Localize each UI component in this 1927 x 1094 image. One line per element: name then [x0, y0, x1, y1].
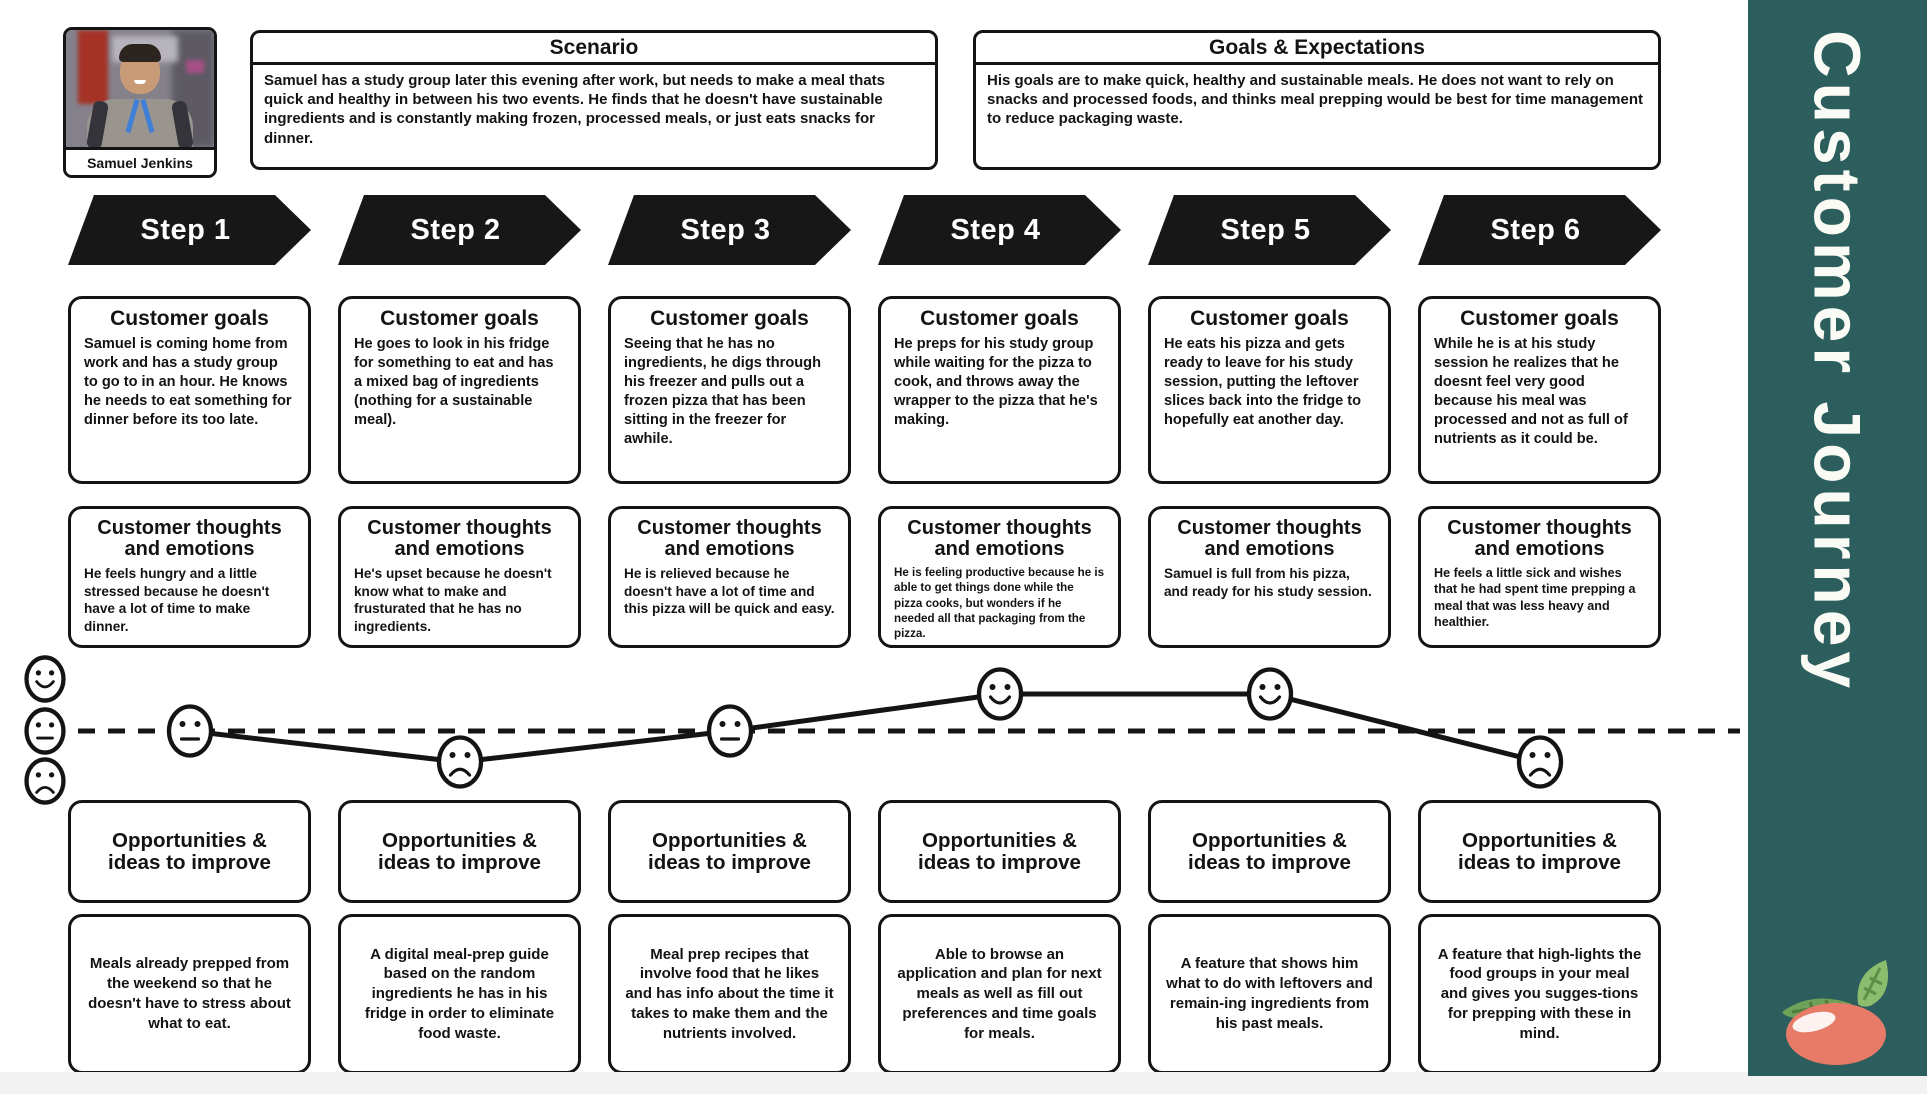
idea-card-step-3: Meal prep recipes that involve food that…	[608, 914, 851, 1074]
card-body: He is feeling productive because he is a…	[894, 566, 1105, 640]
step-arrow-5: Step 5	[1148, 195, 1391, 265]
step-label: Step 4	[950, 213, 1041, 246]
opportunities-card-step-3: Opportunities & ideas to improve	[608, 800, 851, 903]
card-body: He goes to look in his fridge for someth…	[354, 336, 554, 429]
step-label: Step 6	[1490, 213, 1581, 246]
card-body: He is relieved because he doesn't have a…	[624, 566, 835, 617]
card-body: He feels a little sick and wishes that h…	[1434, 566, 1636, 629]
idea-card-step-2: A digital meal-prep guide based on the r…	[338, 914, 581, 1074]
step-label: Step 2	[410, 213, 501, 246]
opportunities-card-step-4: Opportunities & ideas to improve	[878, 800, 1121, 903]
thoughts-card-step-3: Customer thoughts and emotions He is rel…	[608, 506, 851, 648]
card-body: A feature that shows him what to do with…	[1166, 955, 1373, 1032]
step-arrow-3: Step 3	[608, 195, 851, 265]
card-title: Opportunities & ideas to improve	[1458, 828, 1621, 874]
persona-smile	[134, 80, 146, 84]
thoughts-card-step-6: Customer thoughts and emotions He feels …	[1418, 506, 1661, 648]
photo-background	[186, 60, 204, 73]
card-body: He's upset because he doesn't know what …	[354, 566, 552, 634]
thoughts-card-step-5: Customer thoughts and emotions Samuel is…	[1148, 506, 1391, 648]
step-arrow-2: Step 2	[338, 195, 581, 265]
customer-goals-card-step-6: Customer goals While he is at his study …	[1418, 296, 1661, 484]
card-body: He preps for his study group while waiti…	[894, 336, 1098, 429]
card-body: Meal prep recipes that involve food that…	[625, 945, 834, 1042]
opportunities-card-step-6: Opportunities & ideas to improve	[1418, 800, 1661, 903]
opportunities-card-step-1: Opportunities & ideas to improve	[68, 800, 311, 903]
persona-hair	[119, 44, 161, 62]
step-label: Step 1	[140, 213, 231, 246]
card-title: Customer goals	[1190, 307, 1349, 330]
emotion-graph	[24, 655, 1740, 805]
card-body: Meals already prepped from the weekend s…	[88, 955, 291, 1032]
opportunities-row: Opportunities & ideas to improve Opportu…	[0, 800, 1661, 903]
card-body: A digital meal-prep guide based on the r…	[364, 945, 555, 1042]
card-body: Samuel is full from his pizza, and ready…	[1164, 566, 1372, 599]
card-title: Customer thoughts and emotions	[637, 517, 822, 561]
persona-card: Samuel Jenkins	[63, 27, 217, 178]
sidebar: Customer Journey	[1748, 0, 1927, 1076]
card-body: A feature that high-lights the food grou…	[1437, 945, 1642, 1042]
tomato-icon	[1782, 960, 1888, 1065]
goals-expectations-box: Goals & Expectations His goals are to ma…	[973, 30, 1661, 170]
goals-expectations-body: His goals are to make quick, healthy and…	[987, 72, 1643, 128]
card-body: Seeing that he has no ingredients, he di…	[624, 336, 822, 448]
customer-goals-row: Customer goals Samuel is coming home fro…	[0, 296, 1661, 484]
card-body: While he is at his study session he real…	[1434, 336, 1628, 448]
card-title: Customer goals	[650, 307, 809, 330]
step-arrow-1: Step 1	[68, 195, 311, 265]
card-title: Opportunities & ideas to improve	[648, 828, 811, 874]
idea-card-step-4: Able to browse an application and plan f…	[878, 914, 1121, 1074]
card-title: Customer goals	[110, 307, 269, 330]
card-body: Samuel is coming home from work and has …	[84, 336, 292, 429]
opportunities-card-step-2: Opportunities & ideas to improve	[338, 800, 581, 903]
thoughts-card-step-2: Customer thoughts and emotions He's upse…	[338, 506, 581, 648]
card-title: Opportunities & ideas to improve	[108, 828, 271, 874]
card-title: Customer thoughts and emotions	[1447, 517, 1632, 561]
ideas-row: Meals already prepped from the weekend s…	[0, 914, 1661, 1074]
thoughts-card-step-1: Customer thoughts and emotions He feels …	[68, 506, 311, 648]
photo-background	[78, 30, 108, 104]
persona-name: Samuel Jenkins	[66, 147, 214, 175]
thoughts-row: Customer thoughts and emotions He feels …	[0, 506, 1661, 648]
step-arrow-6: Step 6	[1418, 195, 1661, 265]
step-arrow-4: Step 4	[878, 195, 1121, 265]
card-title: Customer thoughts and emotions	[97, 517, 282, 561]
customer-goals-card-step-2: Customer goals He goes to look in his fr…	[338, 296, 581, 484]
thoughts-card-step-4: Customer thoughts and emotions He is fee…	[878, 506, 1121, 648]
card-body: He feels hungry and a little stressed be…	[84, 566, 270, 634]
idea-card-step-5: A feature that shows him what to do with…	[1148, 914, 1391, 1074]
card-title: Customer goals	[1460, 307, 1619, 330]
step-label: Step 5	[1220, 213, 1311, 246]
customer-goals-card-step-4: Customer goals He preps for his study gr…	[878, 296, 1121, 484]
scenario-title: Scenario	[253, 33, 935, 65]
steps-row: Step 1 Step 2 Step 3 Step 4 Step 5 Step …	[0, 195, 1661, 265]
opportunities-card-step-5: Opportunities & ideas to improve	[1148, 800, 1391, 903]
card-body: Able to browse an application and plan f…	[897, 945, 1102, 1042]
card-title: Customer goals	[920, 307, 1079, 330]
customer-goals-card-step-5: Customer goals He eats his pizza and get…	[1148, 296, 1391, 484]
card-title: Opportunities & ideas to improve	[918, 828, 1081, 874]
card-title: Customer thoughts and emotions	[367, 517, 552, 561]
card-title: Customer thoughts and emotions	[1177, 517, 1362, 561]
goals-expectations-title: Goals & Expectations	[976, 33, 1658, 65]
card-body: He eats his pizza and gets ready to leav…	[1164, 336, 1362, 429]
card-title: Customer thoughts and emotions	[907, 517, 1092, 561]
persona-photo	[66, 30, 214, 147]
customer-goals-card-step-3: Customer goals Seeing that he has no ing…	[608, 296, 851, 484]
scenario-body: Samuel has a study group later this even…	[264, 72, 886, 147]
sidebar-title: Customer Journey	[1800, 30, 1875, 694]
scenario-box: Scenario Samuel has a study group later …	[250, 30, 938, 170]
card-title: Opportunities & ideas to improve	[1188, 828, 1351, 874]
customer-goals-card-step-1: Customer goals Samuel is coming home fro…	[68, 296, 311, 484]
bottom-strip	[0, 1072, 1927, 1094]
idea-card-step-6: A feature that high-lights the food grou…	[1418, 914, 1661, 1074]
idea-card-step-1: Meals already prepped from the weekend s…	[68, 914, 311, 1074]
step-label: Step 3	[680, 213, 771, 246]
card-title: Opportunities & ideas to improve	[378, 828, 541, 874]
card-title: Customer goals	[380, 307, 539, 330]
